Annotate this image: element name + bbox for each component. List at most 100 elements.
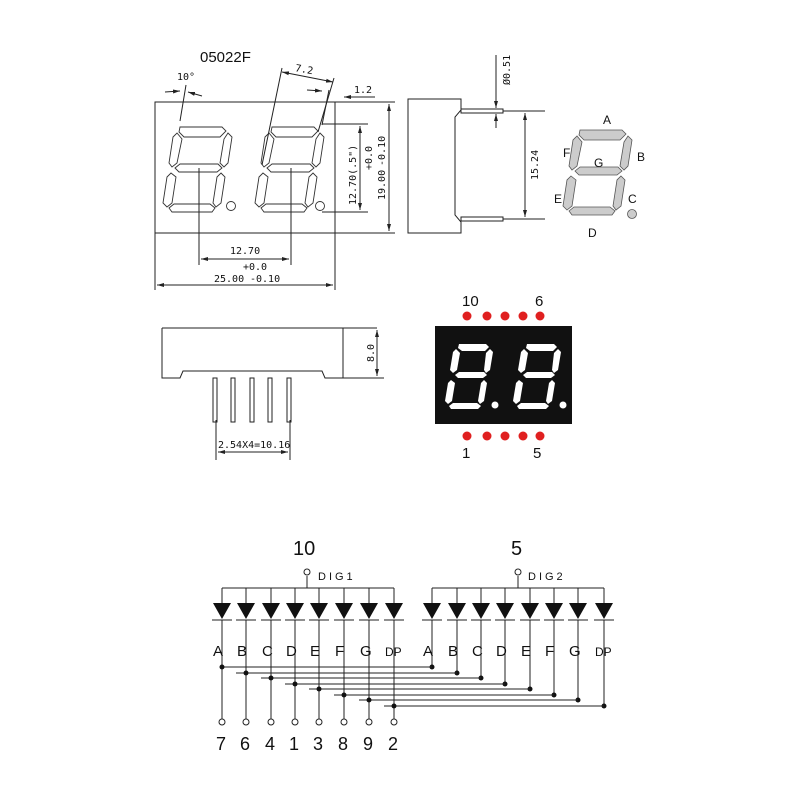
segment-label-b: B xyxy=(637,150,645,164)
pin-layout: 10 6 1 5 xyxy=(435,293,572,462)
segment-label-f: F xyxy=(335,643,344,660)
diode-icon xyxy=(472,603,490,619)
display-segment xyxy=(458,344,489,351)
diode-icon xyxy=(237,603,255,619)
display-segment xyxy=(517,403,549,409)
segment-pin-terminal xyxy=(365,718,373,726)
segment-pin-terminal xyxy=(315,718,323,726)
pin-spacing-label: 15.24 xyxy=(530,150,541,180)
bottom-pin-3 xyxy=(249,377,255,423)
angle-label: 10° xyxy=(177,72,195,83)
segment-label-a: A xyxy=(423,643,433,660)
segment-pin-number: 9 xyxy=(363,734,373,754)
display-segment xyxy=(449,403,481,409)
segment-label-c: C xyxy=(262,643,273,660)
body-height-tol-minus: -0.10 xyxy=(377,136,388,166)
junction-dot xyxy=(268,675,274,681)
pin-label-5: 5 xyxy=(533,445,541,462)
segment-label-a: A xyxy=(603,113,611,127)
diode-icon xyxy=(595,603,613,619)
digit-1-outline xyxy=(162,126,233,213)
pin-dot-bottom xyxy=(518,431,528,441)
segment-pin-number: 3 xyxy=(313,734,323,754)
segment-label-c: C xyxy=(628,192,637,206)
pin-label-10: 10 xyxy=(462,293,479,310)
digit1-label: DIG1 xyxy=(318,571,356,583)
diode-icon xyxy=(448,603,466,619)
diode-icon xyxy=(310,603,328,619)
digit1-pin-number: 10 xyxy=(293,538,315,560)
pin-dot-bottom xyxy=(500,431,510,441)
segment-width-label: 7.2 xyxy=(294,63,314,77)
segment-label-d: D xyxy=(588,226,597,240)
pin-dot-top xyxy=(462,311,472,321)
part-number: 05022F xyxy=(200,49,251,66)
segment-pin-terminal xyxy=(242,718,250,726)
junction-dot xyxy=(316,686,322,692)
body-width-tol-minus: -0.10 xyxy=(250,274,280,285)
junction-dot xyxy=(366,697,372,703)
display-segment xyxy=(546,380,555,404)
body-height-label: 19.00 xyxy=(377,170,388,200)
bottom-pin-4 xyxy=(267,377,273,423)
segment-pin-number: 1 xyxy=(289,734,299,754)
display-segment xyxy=(445,380,455,404)
segment-label-e: E xyxy=(521,643,531,660)
pin-dot-top xyxy=(535,311,545,321)
digit-2-outline xyxy=(254,126,325,213)
front-view: 05022F 10° 7.2 1.2 12.70(.5") +0.0 19.00… xyxy=(154,49,395,290)
display-segment xyxy=(484,349,493,373)
segment-pin-number: 6 xyxy=(240,734,250,754)
pin-label-6: 6 xyxy=(535,293,543,310)
display-segment xyxy=(450,349,460,373)
diode-icon xyxy=(213,603,231,619)
pin-dot-bottom xyxy=(462,431,472,441)
display-digit-1 xyxy=(445,344,499,409)
body-width-tol-plus: +0.0 xyxy=(243,262,267,273)
side-view: 15.24 Ø0.51 xyxy=(407,55,545,234)
segment-label-d: D xyxy=(286,643,297,660)
segment-label-f: F xyxy=(563,146,570,160)
pin-dot-top xyxy=(518,311,528,321)
segment-label-e: E xyxy=(554,192,562,206)
segment-pin-number: 4 xyxy=(265,734,275,754)
segment-pin-terminal xyxy=(340,718,348,726)
diode-icon xyxy=(569,603,587,619)
junction-dot xyxy=(341,692,347,698)
segment-label-dp: DP xyxy=(385,645,402,659)
segment-dp-dot xyxy=(627,209,637,219)
diode-icon xyxy=(262,603,280,619)
segment-label-a: A xyxy=(213,643,223,660)
diode-icon xyxy=(335,603,353,619)
diode-icon xyxy=(385,603,403,619)
body-width-label: 25.00 xyxy=(214,274,244,285)
segment-label-b: B xyxy=(237,643,247,660)
pin-dot-top xyxy=(500,311,510,321)
display-decimal-point xyxy=(559,401,567,409)
diode-icon xyxy=(496,603,514,619)
diode-icon xyxy=(423,603,441,619)
junction-dot xyxy=(243,670,249,676)
digit-pitch-label: 12.70 xyxy=(230,246,260,257)
digit2-pin-number: 5 xyxy=(511,538,522,560)
segment-label-d: D xyxy=(496,643,507,660)
segment-pin-number: 2 xyxy=(388,734,398,754)
display-segment xyxy=(478,380,487,404)
junction-dot xyxy=(292,681,298,687)
body-height-tol-plus: +0.0 xyxy=(364,146,375,170)
pin-dot-bottom xyxy=(482,431,492,441)
display-segment xyxy=(526,344,557,351)
bottom-pin-2 xyxy=(230,377,236,423)
segment-label-g: G xyxy=(360,643,372,660)
bottom-pin-5 xyxy=(286,377,292,423)
digit2-label: DIG2 xyxy=(528,571,566,583)
segment-label-dp: DP xyxy=(595,645,612,659)
segment-thickness-label: 1.2 xyxy=(354,85,372,96)
segment-pin-terminal xyxy=(291,718,299,726)
segment-pin-terminal xyxy=(267,718,275,726)
pin-diameter-label: Ø0.51 xyxy=(501,55,513,85)
display-segment xyxy=(513,380,523,404)
